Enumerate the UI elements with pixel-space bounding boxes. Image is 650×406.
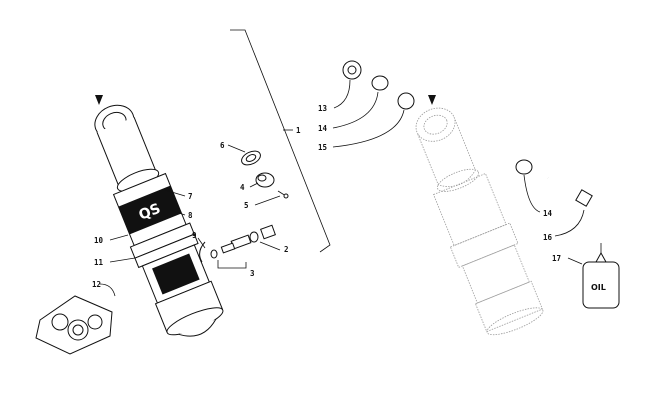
callouts: 1 2 3 4 5 6 7 8 9 10 11 12 13 14 14 15 1…	[92, 104, 561, 289]
callout-7: 7	[188, 192, 193, 201]
callout-5: 5	[244, 201, 249, 210]
part-3-valve	[210, 234, 252, 259]
decal-text: QS	[137, 201, 163, 224]
callout-13: 13	[318, 104, 328, 113]
callout-14-top: 14	[318, 124, 328, 133]
callout-3: 3	[250, 269, 255, 278]
part-4-knob	[255, 172, 275, 188]
part-2-nut	[260, 224, 276, 240]
callout-12: 12	[92, 280, 101, 289]
part-14-spacer-top	[371, 75, 389, 91]
direction-arrow-icon-right	[428, 95, 436, 105]
callout-6: 6	[220, 141, 225, 150]
part-12-seal-plate	[35, 295, 113, 355]
part-9-clip	[199, 241, 206, 263]
part-13-bushing	[342, 60, 362, 80]
callout-1: 1	[296, 126, 301, 135]
part-15-ball	[397, 92, 415, 110]
oil-label: OIL	[591, 283, 606, 292]
callout-10: 10	[94, 236, 104, 245]
part-14-spacer-right	[515, 159, 533, 175]
assembly-bracket	[230, 29, 331, 253]
part-17-oil-bottle: OIL	[582, 243, 620, 309]
callout-11: 11	[94, 258, 104, 267]
callout-4: 4	[240, 183, 245, 192]
callout-16: 16	[543, 233, 553, 242]
direction-arrow-icon	[95, 95, 103, 105]
callout-8: 8	[188, 211, 193, 220]
callout-2: 2	[284, 245, 289, 254]
callout-15: 15	[318, 143, 327, 152]
callout-9: 9	[192, 231, 197, 240]
part-16-bolt	[547, 176, 593, 207]
callout-17: 17	[552, 254, 561, 263]
leader-lines	[99, 79, 585, 297]
left-shock-assembly: QS	[94, 104, 224, 337]
callout-14-right: 14	[543, 209, 553, 218]
right-shock-ghost	[415, 107, 544, 336]
